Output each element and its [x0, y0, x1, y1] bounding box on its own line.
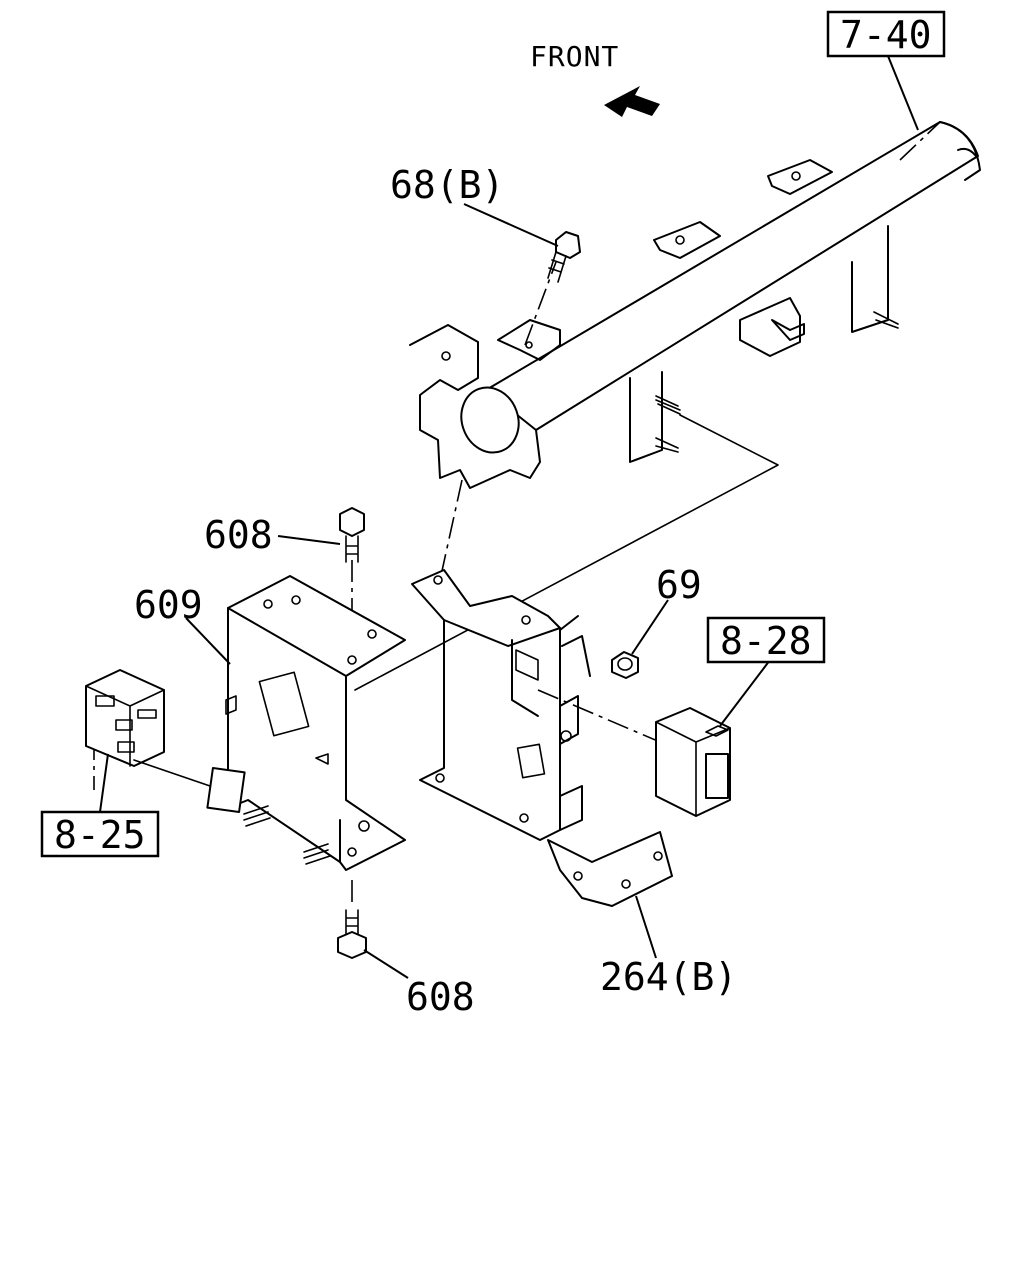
label-bracket-264b: 264(B) [600, 955, 737, 999]
bracket-609 [206, 575, 406, 871]
ref-box-8-28: 8-28 [706, 616, 826, 664]
front-label: FRONT [530, 40, 619, 73]
label-nut-69: 69 [656, 563, 702, 607]
label-bolt-68b: 68(B) [390, 163, 504, 207]
nut-69 [611, 651, 639, 679]
cross-car-beam [409, 121, 981, 489]
ref-label-7-40: 7-40 [840, 13, 932, 57]
arrow-up-left-icon [604, 86, 660, 117]
module-8-28 [655, 707, 731, 817]
bolt-68b [547, 231, 581, 283]
bracket-264b [411, 569, 673, 907]
bolt-608-bottom [337, 909, 367, 959]
label-bolt-608-bottom: 608 [406, 975, 475, 1019]
module-8-25 [85, 669, 211, 787]
bolt-608-top [339, 507, 365, 563]
ref-label-8-25: 8-25 [54, 813, 146, 857]
ref-box-8-25: 8-25 [40, 810, 160, 858]
ref-box-7-40: 7-40 [826, 10, 946, 58]
label-bracket-609: 609 [134, 583, 203, 627]
ref-label-8-28: 8-28 [720, 619, 812, 663]
label-bolt-608-top: 608 [204, 513, 273, 557]
leader-lines [99, 55, 919, 979]
front-indicator: FRONT [530, 40, 660, 117]
